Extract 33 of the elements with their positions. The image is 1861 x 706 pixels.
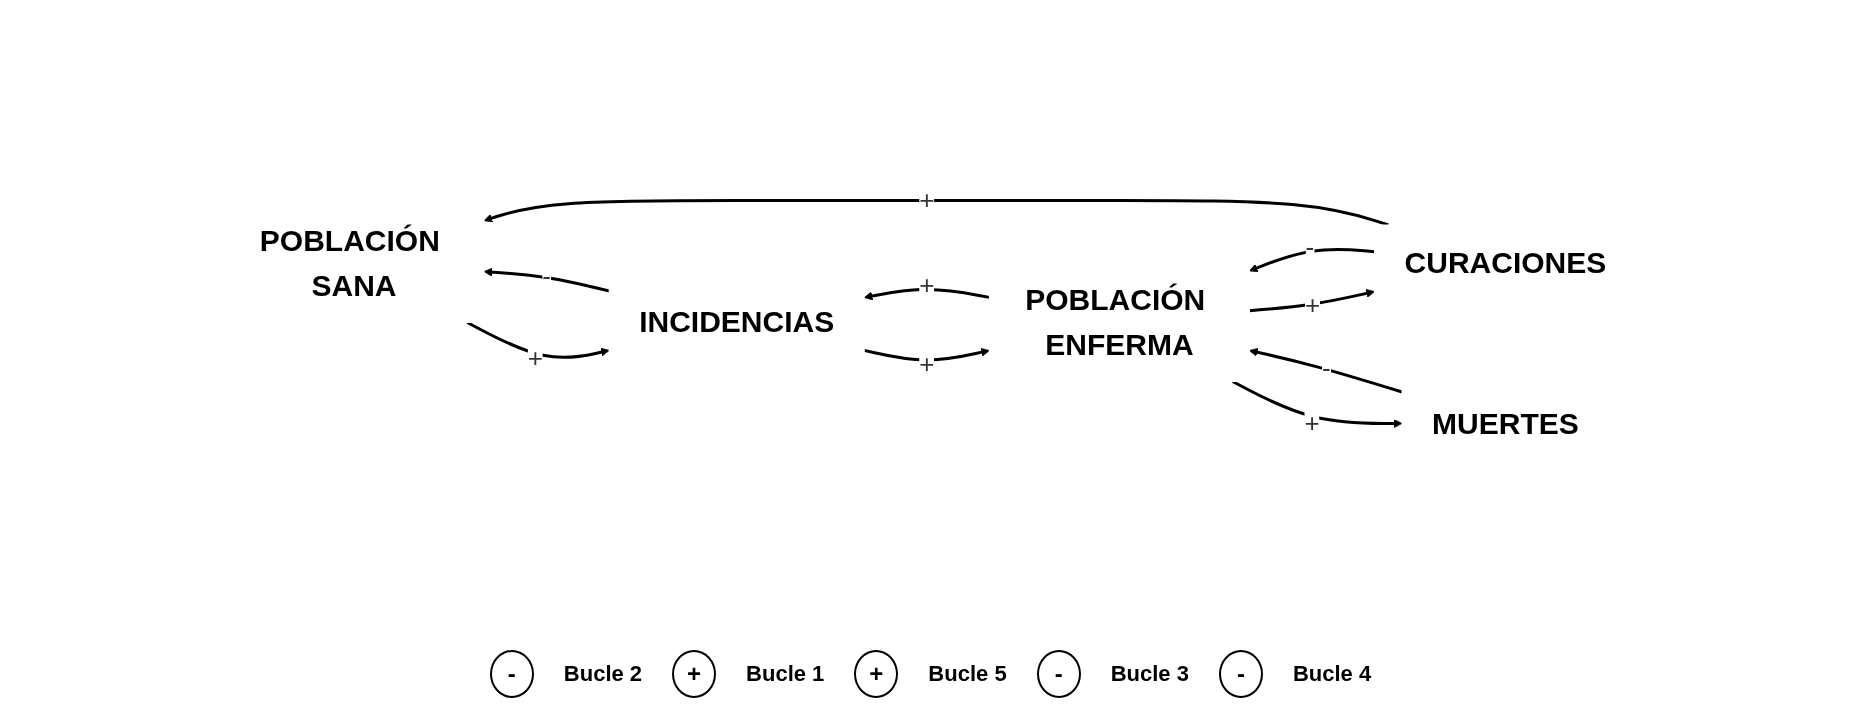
edge-label: -	[1322, 353, 1332, 384]
edge-label: +	[919, 270, 935, 301]
edge-label: +	[919, 349, 935, 379]
arrow	[1249, 289, 1376, 313]
arrow	[864, 347, 991, 362]
loop-sign: -	[1218, 650, 1263, 698]
loop-label: Bucle 5	[928, 660, 1007, 688]
node-text: POBLACIÓN ENFERMA	[1025, 282, 1206, 361]
node-text: CURACIONES	[1404, 246, 1607, 279]
node-text: MUERTES	[1432, 407, 1580, 440]
arrow	[483, 267, 610, 293]
loop-sign: +	[854, 650, 899, 698]
arrow	[466, 321, 610, 359]
edge-label: +	[1304, 408, 1320, 438]
node-text: POBLACIÓN SANA	[260, 223, 441, 302]
arrow	[864, 288, 991, 301]
loop-label: Bucle 2	[563, 660, 643, 688]
loop-sign: -	[1036, 650, 1081, 698]
edge-label: +	[919, 185, 935, 215]
loop-label: Bucle 3	[1110, 660, 1189, 688]
arrow	[483, 199, 1390, 227]
edge-label: -	[542, 260, 552, 291]
edge-label: +	[1305, 289, 1321, 320]
arrow	[1249, 248, 1376, 273]
arrow	[1249, 347, 1403, 394]
edge-label: -	[1305, 231, 1315, 262]
loop-label: Bucle 1	[746, 660, 825, 688]
loop-sign: +	[672, 650, 717, 698]
loop-label: Bucle 4	[1292, 660, 1372, 688]
loop-sign: -	[489, 650, 534, 698]
arrow	[1232, 380, 1403, 428]
edge-label: +	[528, 343, 544, 374]
node-text: INCIDENCIAS	[639, 305, 835, 338]
